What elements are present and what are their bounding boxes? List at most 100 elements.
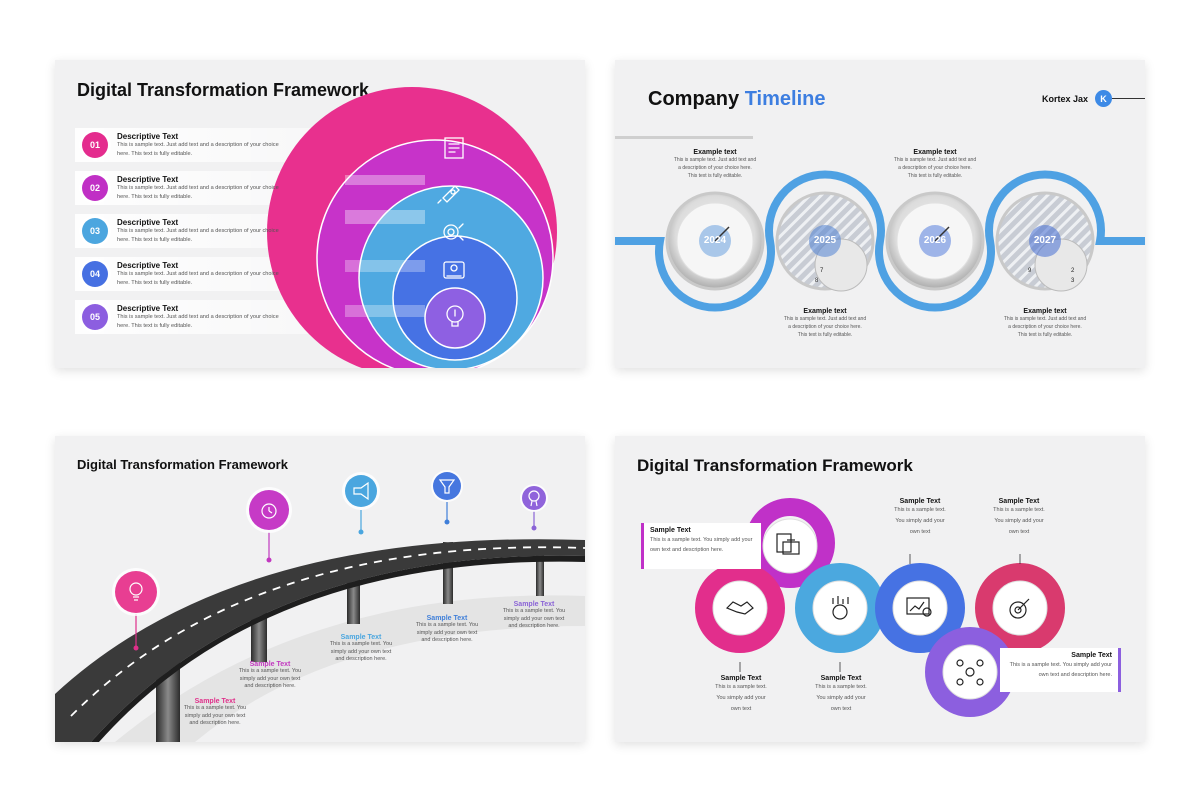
note-line: This is a sample text.	[894, 507, 946, 513]
icon-disc	[942, 644, 998, 700]
note-line: own text	[830, 706, 852, 712]
clock-2024	[665, 191, 765, 291]
team-network-icon	[956, 659, 984, 686]
concentric-circles	[267, 87, 557, 368]
year-label-2025: 2025	[813, 235, 837, 246]
milestone-marker-4[interactable]	[433, 472, 461, 500]
label-line: and description here.	[508, 623, 560, 629]
label-line: and description here.	[244, 683, 296, 689]
note-line: a description of your choice here.	[1008, 324, 1082, 330]
milestone-marker-1[interactable]	[115, 571, 157, 613]
road-label-3: Sample Text This is a sample text. You s…	[321, 634, 401, 664]
title-underline	[615, 136, 753, 139]
label-line: and description here.	[335, 656, 387, 662]
label-title: Sample Text	[426, 615, 468, 622]
label-line: This is a sample text. You	[183, 705, 247, 711]
lightbulb-icon	[129, 582, 143, 601]
ring-red	[975, 563, 1065, 653]
bulb-gear-icon	[446, 305, 464, 327]
road-surface	[55, 539, 585, 742]
road-lane-marking	[70, 546, 585, 717]
title-part-a: Company	[648, 88, 740, 110]
note-line: This is sample text. Just add text and	[1003, 316, 1087, 322]
step-desc: here. This text is fully editable.	[117, 322, 193, 329]
note-title: Example text	[1023, 308, 1067, 315]
note-bottom-1: Sample Text This is a sample text. You s…	[701, 675, 781, 715]
note-line: You simply add your	[994, 518, 1044, 524]
clock-number: 2	[1071, 268, 1075, 274]
label-line: simply add your own text	[239, 675, 301, 682]
note-line: This text is fully editable.	[1017, 332, 1073, 338]
slide-title: Digital Transformation Framework	[77, 80, 370, 100]
label-line: This is a sample text. You	[238, 668, 302, 674]
year-label-2024: 2024	[703, 235, 727, 246]
slide-road-framework[interactable]: Digital Transformation Framework	[55, 436, 585, 742]
rocket-icon	[437, 185, 460, 204]
note-line: This is a sample text.	[993, 507, 1045, 513]
milestone-marker-3[interactable]	[345, 475, 377, 507]
timeline-graphic	[615, 170, 1145, 312]
label-line: and description here.	[189, 720, 241, 726]
note-title: Sample Text	[899, 498, 941, 505]
road-label-1: Sample Text This is a sample text. You s…	[175, 698, 255, 728]
ring-blue	[875, 563, 965, 653]
step-text-05: Descriptive Text This is sample text. Ju…	[117, 304, 317, 330]
clock-number: 8	[815, 278, 819, 284]
label-line: simply add your own text	[503, 615, 565, 622]
icon-disc	[712, 580, 768, 636]
step-desc: here. This text is fully editable.	[117, 236, 193, 243]
note-title: Example text	[913, 149, 957, 156]
band-overlay	[345, 305, 425, 317]
step-desc: here. This text is fully editable.	[117, 279, 193, 286]
label-line: and description here.	[421, 637, 473, 643]
clock-number: 7	[820, 268, 824, 274]
step-badge-05: 05	[82, 304, 108, 330]
bridge-pillar	[536, 544, 544, 596]
ring-chain-graphic	[695, 498, 1065, 717]
label-line: This is a sample text. You	[415, 622, 479, 628]
clock-2026	[885, 191, 985, 291]
slide-company-timeline[interactable]: Company Timeline Kortex Jax K	[615, 60, 1145, 368]
step-title: Descriptive Text	[117, 304, 179, 313]
ring-pink	[695, 563, 785, 653]
note-line: own text	[1008, 529, 1030, 535]
timeline-note-bottom-1: Example text This is sample text. Just a…	[775, 308, 875, 339]
road-shadow	[115, 595, 585, 742]
note-line: You simply add your	[816, 695, 866, 701]
note-line: a description of your choice here.	[788, 324, 862, 330]
title-part-b: Timeline	[744, 88, 826, 110]
note-top-2: Sample Text This is a sample text. You s…	[979, 498, 1059, 538]
note-line: This is sample text. Just add text and	[783, 316, 867, 322]
slide-title: Digital Transformation Framework	[77, 457, 288, 472]
slide-concentric-framework[interactable]: Digital Transformation Framework 01 02 0…	[55, 60, 585, 368]
step-title: Descriptive Text	[117, 218, 179, 227]
brand-logo: K	[1095, 90, 1112, 107]
clock-2025	[775, 191, 875, 292]
note-line: This is sample text. Just add text and	[893, 157, 977, 163]
callout-line: This is a sample text. You simply add yo…	[650, 537, 753, 543]
note-line: This is a sample text.	[715, 684, 767, 690]
timeline-note-bottom-2: Example text This is sample text. Just a…	[995, 308, 1095, 339]
milestone-marker-5[interactable]	[522, 486, 546, 510]
road-edge	[55, 555, 585, 742]
note-line: own text	[909, 529, 931, 535]
alarm-clock-icon	[261, 503, 277, 519]
note-title: Sample Text	[998, 498, 1040, 505]
label-title: Sample Text	[340, 634, 382, 641]
briefcase-document-icon	[776, 533, 800, 555]
clock-number: 9	[1028, 268, 1032, 274]
label-title: Sample Text	[249, 661, 291, 668]
note-line: a description of your choice here.	[678, 165, 752, 171]
callout-title: Sample Text	[650, 527, 691, 534]
clock-2027	[995, 191, 1095, 292]
callout-line: This is a sample text. You simply add yo…	[1009, 662, 1112, 668]
note-line: You simply add your	[895, 518, 945, 524]
step-badge-04: 04	[82, 261, 108, 287]
slide-ring-framework[interactable]: Digital Transformation Framework Sample …	[615, 436, 1145, 742]
label-title: Sample Text	[194, 698, 236, 705]
label-title: Sample Text	[513, 601, 555, 608]
brand-name: Kortex Jax	[1042, 94, 1089, 104]
note-top-1: Sample Text This is a sample text. You s…	[880, 498, 960, 538]
gear-bulb-icon	[443, 223, 464, 241]
step-text-04: Descriptive Text This is sample text. Ju…	[117, 261, 317, 287]
